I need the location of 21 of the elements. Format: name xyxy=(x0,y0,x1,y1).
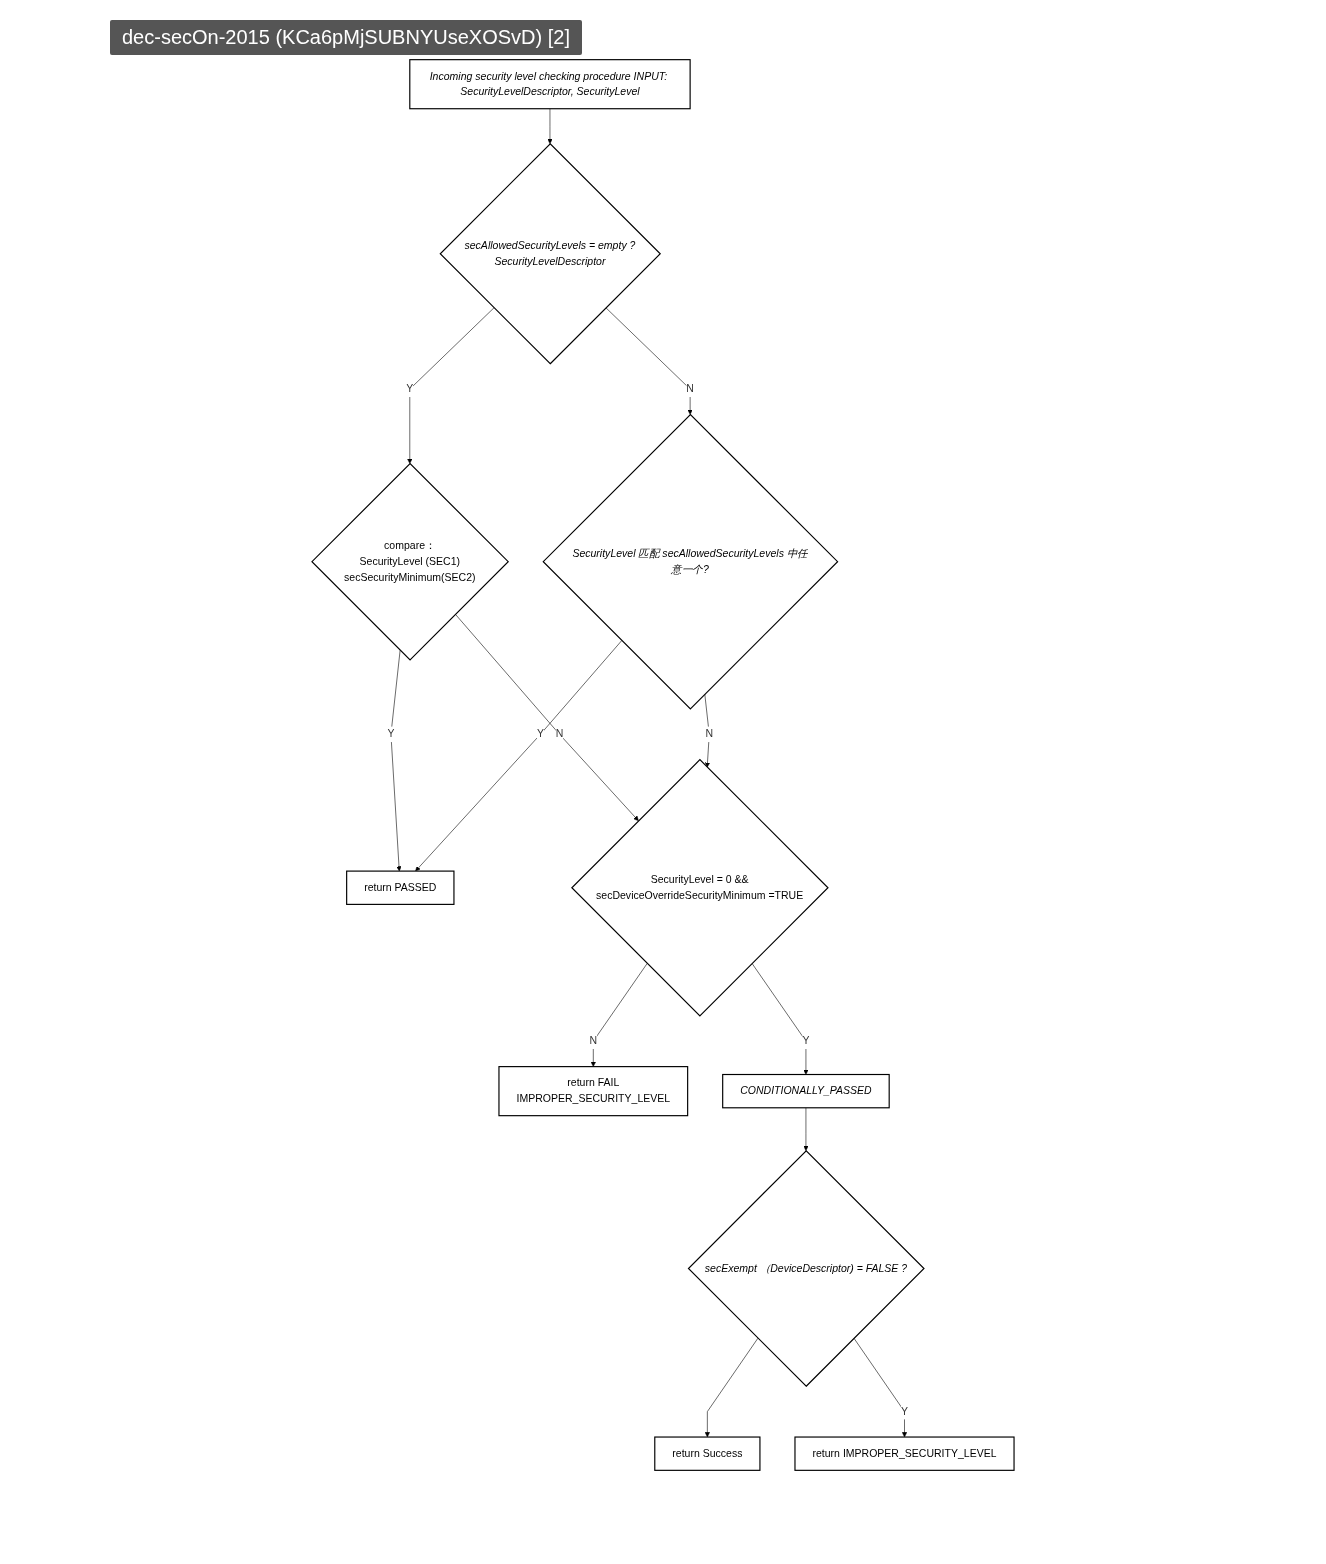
edge-label: Y xyxy=(536,728,544,740)
node-box: return PASSED xyxy=(346,870,455,905)
document-tab-label: dec-secOn-2015 (KCa6pMjSUBNYUseXOSvD) [2] xyxy=(110,20,582,55)
edge-label: Y xyxy=(901,1405,909,1418)
node-box: return FAIL IMPROPER_SECURITY_LEVEL xyxy=(498,1066,689,1117)
node-diamond: compare： SecurityLevel (SEC1) secSecurityMinimum(SEC2) xyxy=(311,462,510,661)
edge-label: Y xyxy=(387,728,395,740)
edge-label: N xyxy=(705,728,714,740)
edge-label: Y xyxy=(406,383,414,395)
node-diamond: secExempt （DeviceDescriptor) = FALSE ? xyxy=(687,1149,925,1388)
node-diamond: secAllowedSecurityLevels = empty ? SecurityLevelDescriptor xyxy=(439,142,662,365)
edge-label: N xyxy=(686,383,694,395)
edge-label: N xyxy=(555,728,564,740)
node-diamond: SecurityLevel = 0 && secDeviceOverrideSecurityMinimum =TRUE xyxy=(571,758,829,1017)
edge-label: Y xyxy=(802,1035,810,1047)
edge-label: N xyxy=(589,1035,598,1047)
node-box: CONDITIONALLY_PASSED xyxy=(722,1073,890,1109)
node-diamond: SecurityLevel 匹配 secAllowedSecurityLevels 中任意一个? xyxy=(542,413,839,710)
node-box: Incoming security level checking procedure INPUT: SecurityLevelDescriptor, SecurityLevel xyxy=(409,59,691,110)
node-box: return Success xyxy=(654,1436,761,1471)
node-box: return IMPROPER_SECURITY_LEVEL xyxy=(794,1436,1015,1471)
